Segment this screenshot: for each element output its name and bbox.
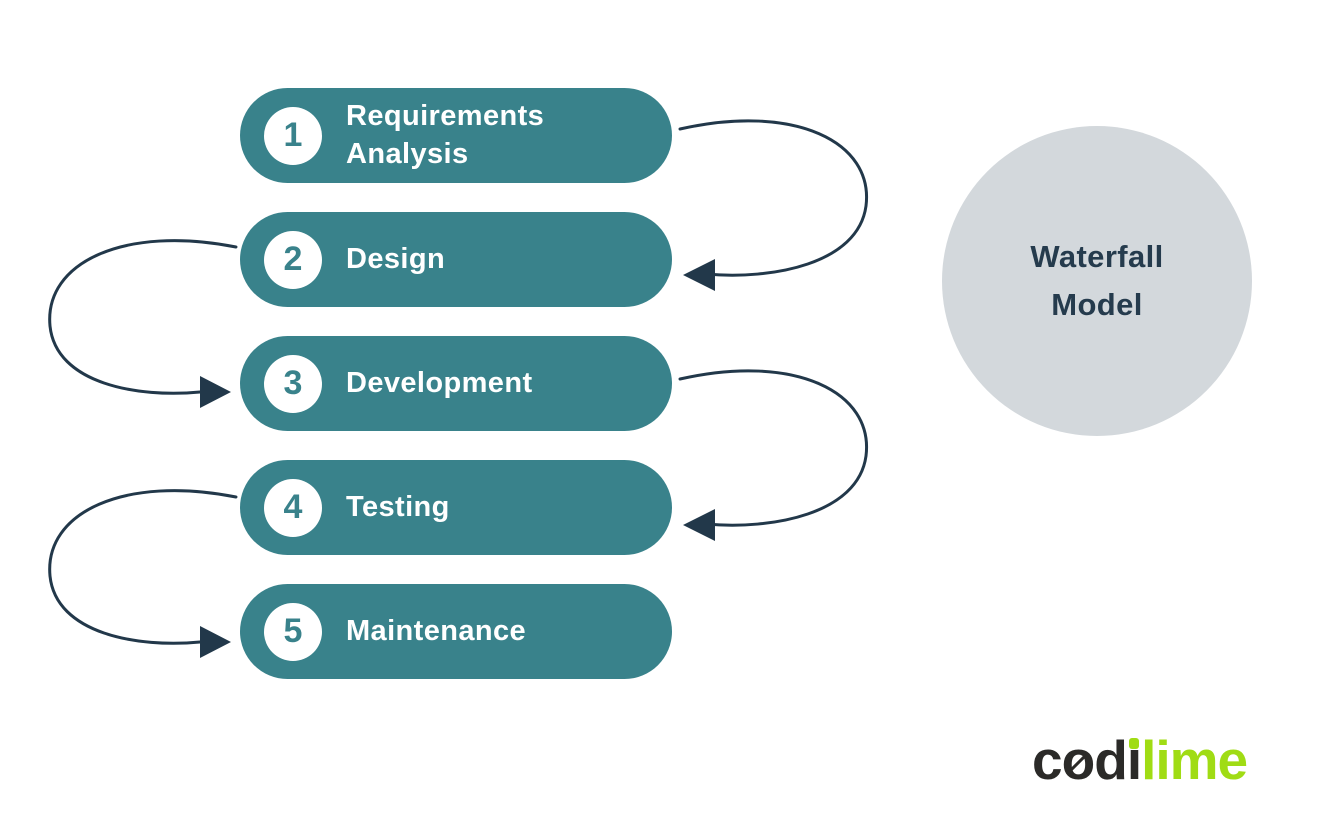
arrow-design-to-development: [48, 239, 238, 408]
arrow-requirements-to-design: [678, 119, 869, 291]
stage-label: Requirements Analysis: [346, 99, 545, 170]
logo-letter-d: d: [1094, 729, 1128, 791]
stage-number-badge: 5: [264, 602, 322, 661]
stage-number-badge: 1: [264, 106, 322, 165]
stage-number-badge: 4: [264, 478, 322, 537]
stage-label: Design: [346, 242, 446, 275]
model-title-circle: Waterfall Model: [942, 126, 1252, 436]
stage-testing: 4 Testing: [240, 460, 672, 555]
stage-number-badge: 2: [264, 230, 322, 289]
diagram-title: Waterfall Model: [1030, 238, 1164, 322]
stage-label: Maintenance: [346, 614, 527, 647]
logo-letter-c: c: [1032, 729, 1063, 791]
stage-number-badge: 3: [264, 354, 322, 413]
stage-label: Development: [346, 366, 533, 399]
logo-letter-i-green-dot: i: [1126, 729, 1142, 791]
arrow-development-to-testing: [678, 369, 869, 541]
arrow-testing-to-maintenance: [48, 489, 238, 658]
stage-maintenance: 5 Maintenance: [240, 584, 672, 679]
stage-label: Testing: [346, 490, 450, 523]
stage-design: 2 Design: [240, 212, 672, 307]
logo-letter-o-slashed: o: [1061, 729, 1096, 791]
logo-text-lime: lime: [1141, 729, 1248, 791]
stage-development: 3 Development: [240, 336, 672, 431]
stage-requirements-analysis: 1 Requirements Analysis: [240, 88, 672, 183]
codilime-logo: codilime: [1032, 729, 1248, 791]
